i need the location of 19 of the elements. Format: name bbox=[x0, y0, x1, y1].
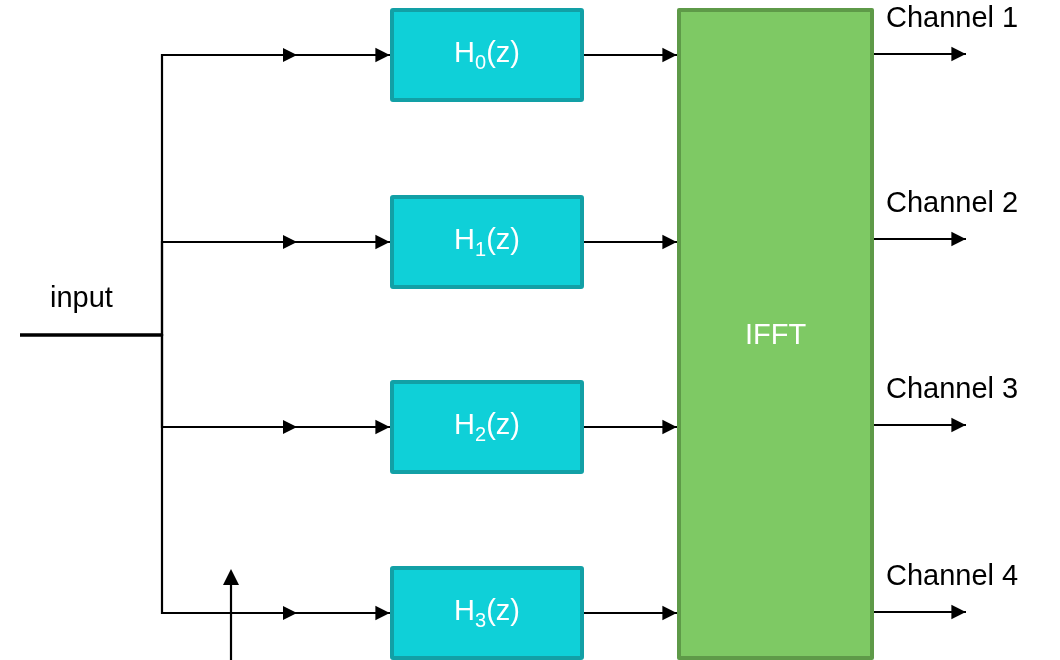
filter-block bbox=[390, 566, 584, 660]
filter-block bbox=[390, 8, 584, 102]
arrow bbox=[584, 419, 677, 435]
block-label: H$_{3}$(z) bbox=[454, 594, 520, 632]
block-label: IFFT bbox=[744, 317, 807, 351]
filter-block bbox=[390, 195, 584, 289]
arrow bbox=[874, 604, 966, 620]
arrow bbox=[874, 417, 966, 433]
block-label: H$_{1}$(z) bbox=[454, 223, 520, 261]
input-label: input bbox=[50, 282, 113, 314]
arrow bbox=[584, 605, 677, 621]
block-label: H$_{2}$(z) bbox=[454, 408, 520, 446]
arrow bbox=[584, 234, 677, 250]
arrow bbox=[874, 231, 966, 247]
filter-block bbox=[390, 380, 584, 474]
arrow bbox=[584, 47, 677, 63]
block-label: H$_{0}$(z) bbox=[454, 36, 520, 74]
ifft-block bbox=[677, 8, 874, 660]
arrow bbox=[874, 46, 966, 62]
